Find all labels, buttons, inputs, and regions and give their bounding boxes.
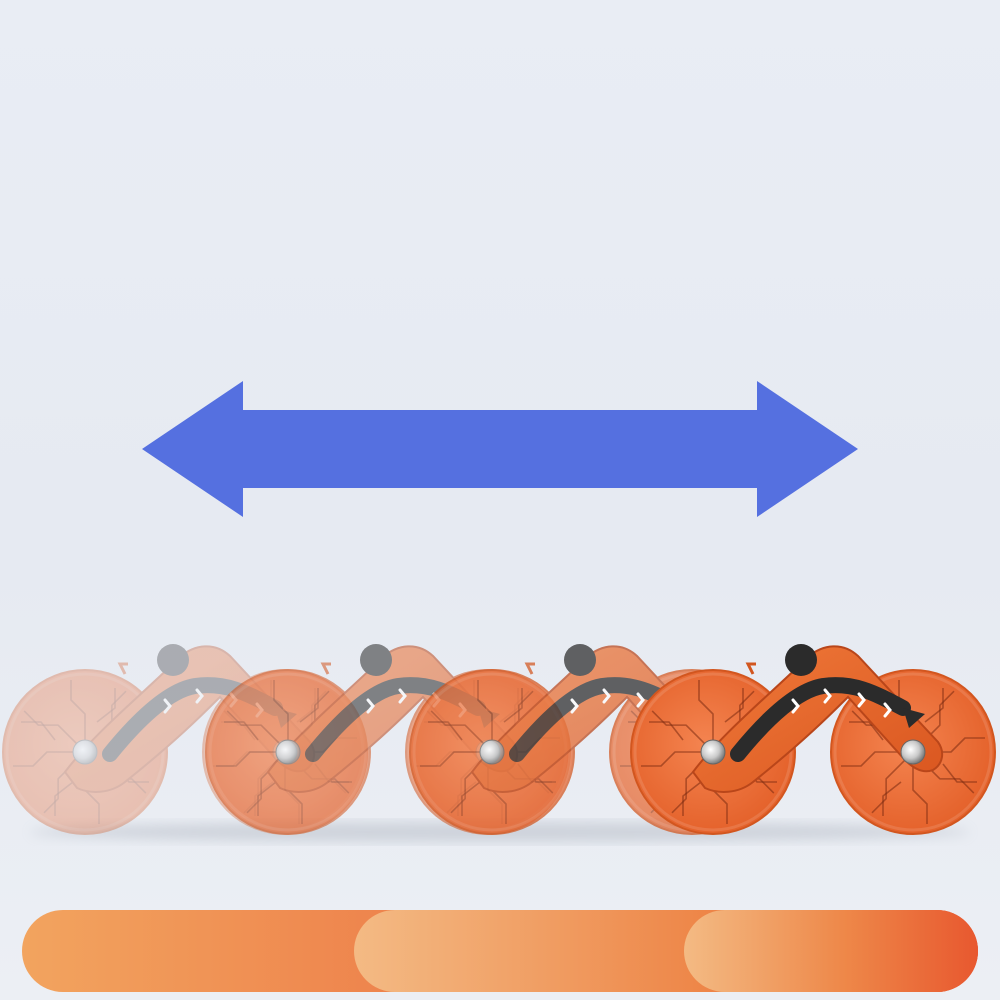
double-headed-arrow-icon bbox=[142, 381, 858, 517]
track-bar bbox=[22, 910, 978, 992]
